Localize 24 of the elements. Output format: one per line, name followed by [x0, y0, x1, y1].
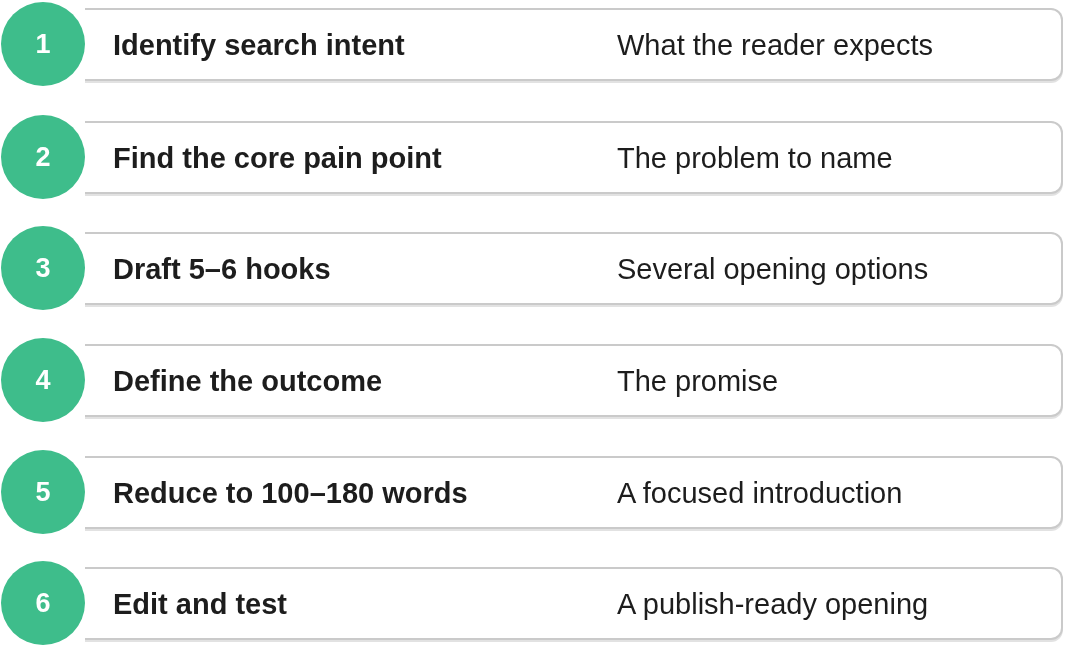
step-title: Identify search intent: [113, 28, 405, 61]
step-description: A focused introduction: [617, 476, 903, 509]
step-card: [85, 121, 1063, 194]
step-description: The promise: [617, 364, 779, 397]
step-title: Draft 5–6 hooks: [113, 252, 331, 285]
step-title: Find the core pain point: [113, 141, 442, 174]
step-card: [85, 456, 1063, 529]
step-description: A publish-ready opening: [617, 587, 929, 620]
step-card: [85, 567, 1063, 640]
step-card: [85, 8, 1063, 81]
step-number-badge: 6: [1, 561, 85, 645]
step-number-badge: 5: [1, 450, 85, 534]
step-number-badge: 4: [1, 338, 85, 422]
step-card: [85, 344, 1063, 417]
step-number-badge: 1: [1, 2, 85, 86]
step-description: What the reader expects: [617, 28, 933, 61]
step-card: [85, 232, 1063, 305]
step-number-badge: 2: [1, 115, 85, 199]
step-description: The problem to name: [617, 141, 893, 174]
step-title: Edit and test: [113, 587, 287, 620]
step-number-badge: 3: [1, 226, 85, 310]
step-title: Define the outcome: [113, 364, 383, 397]
step-description: Several opening options: [617, 252, 929, 285]
step-title: Reduce to 100–180 words: [113, 476, 468, 509]
